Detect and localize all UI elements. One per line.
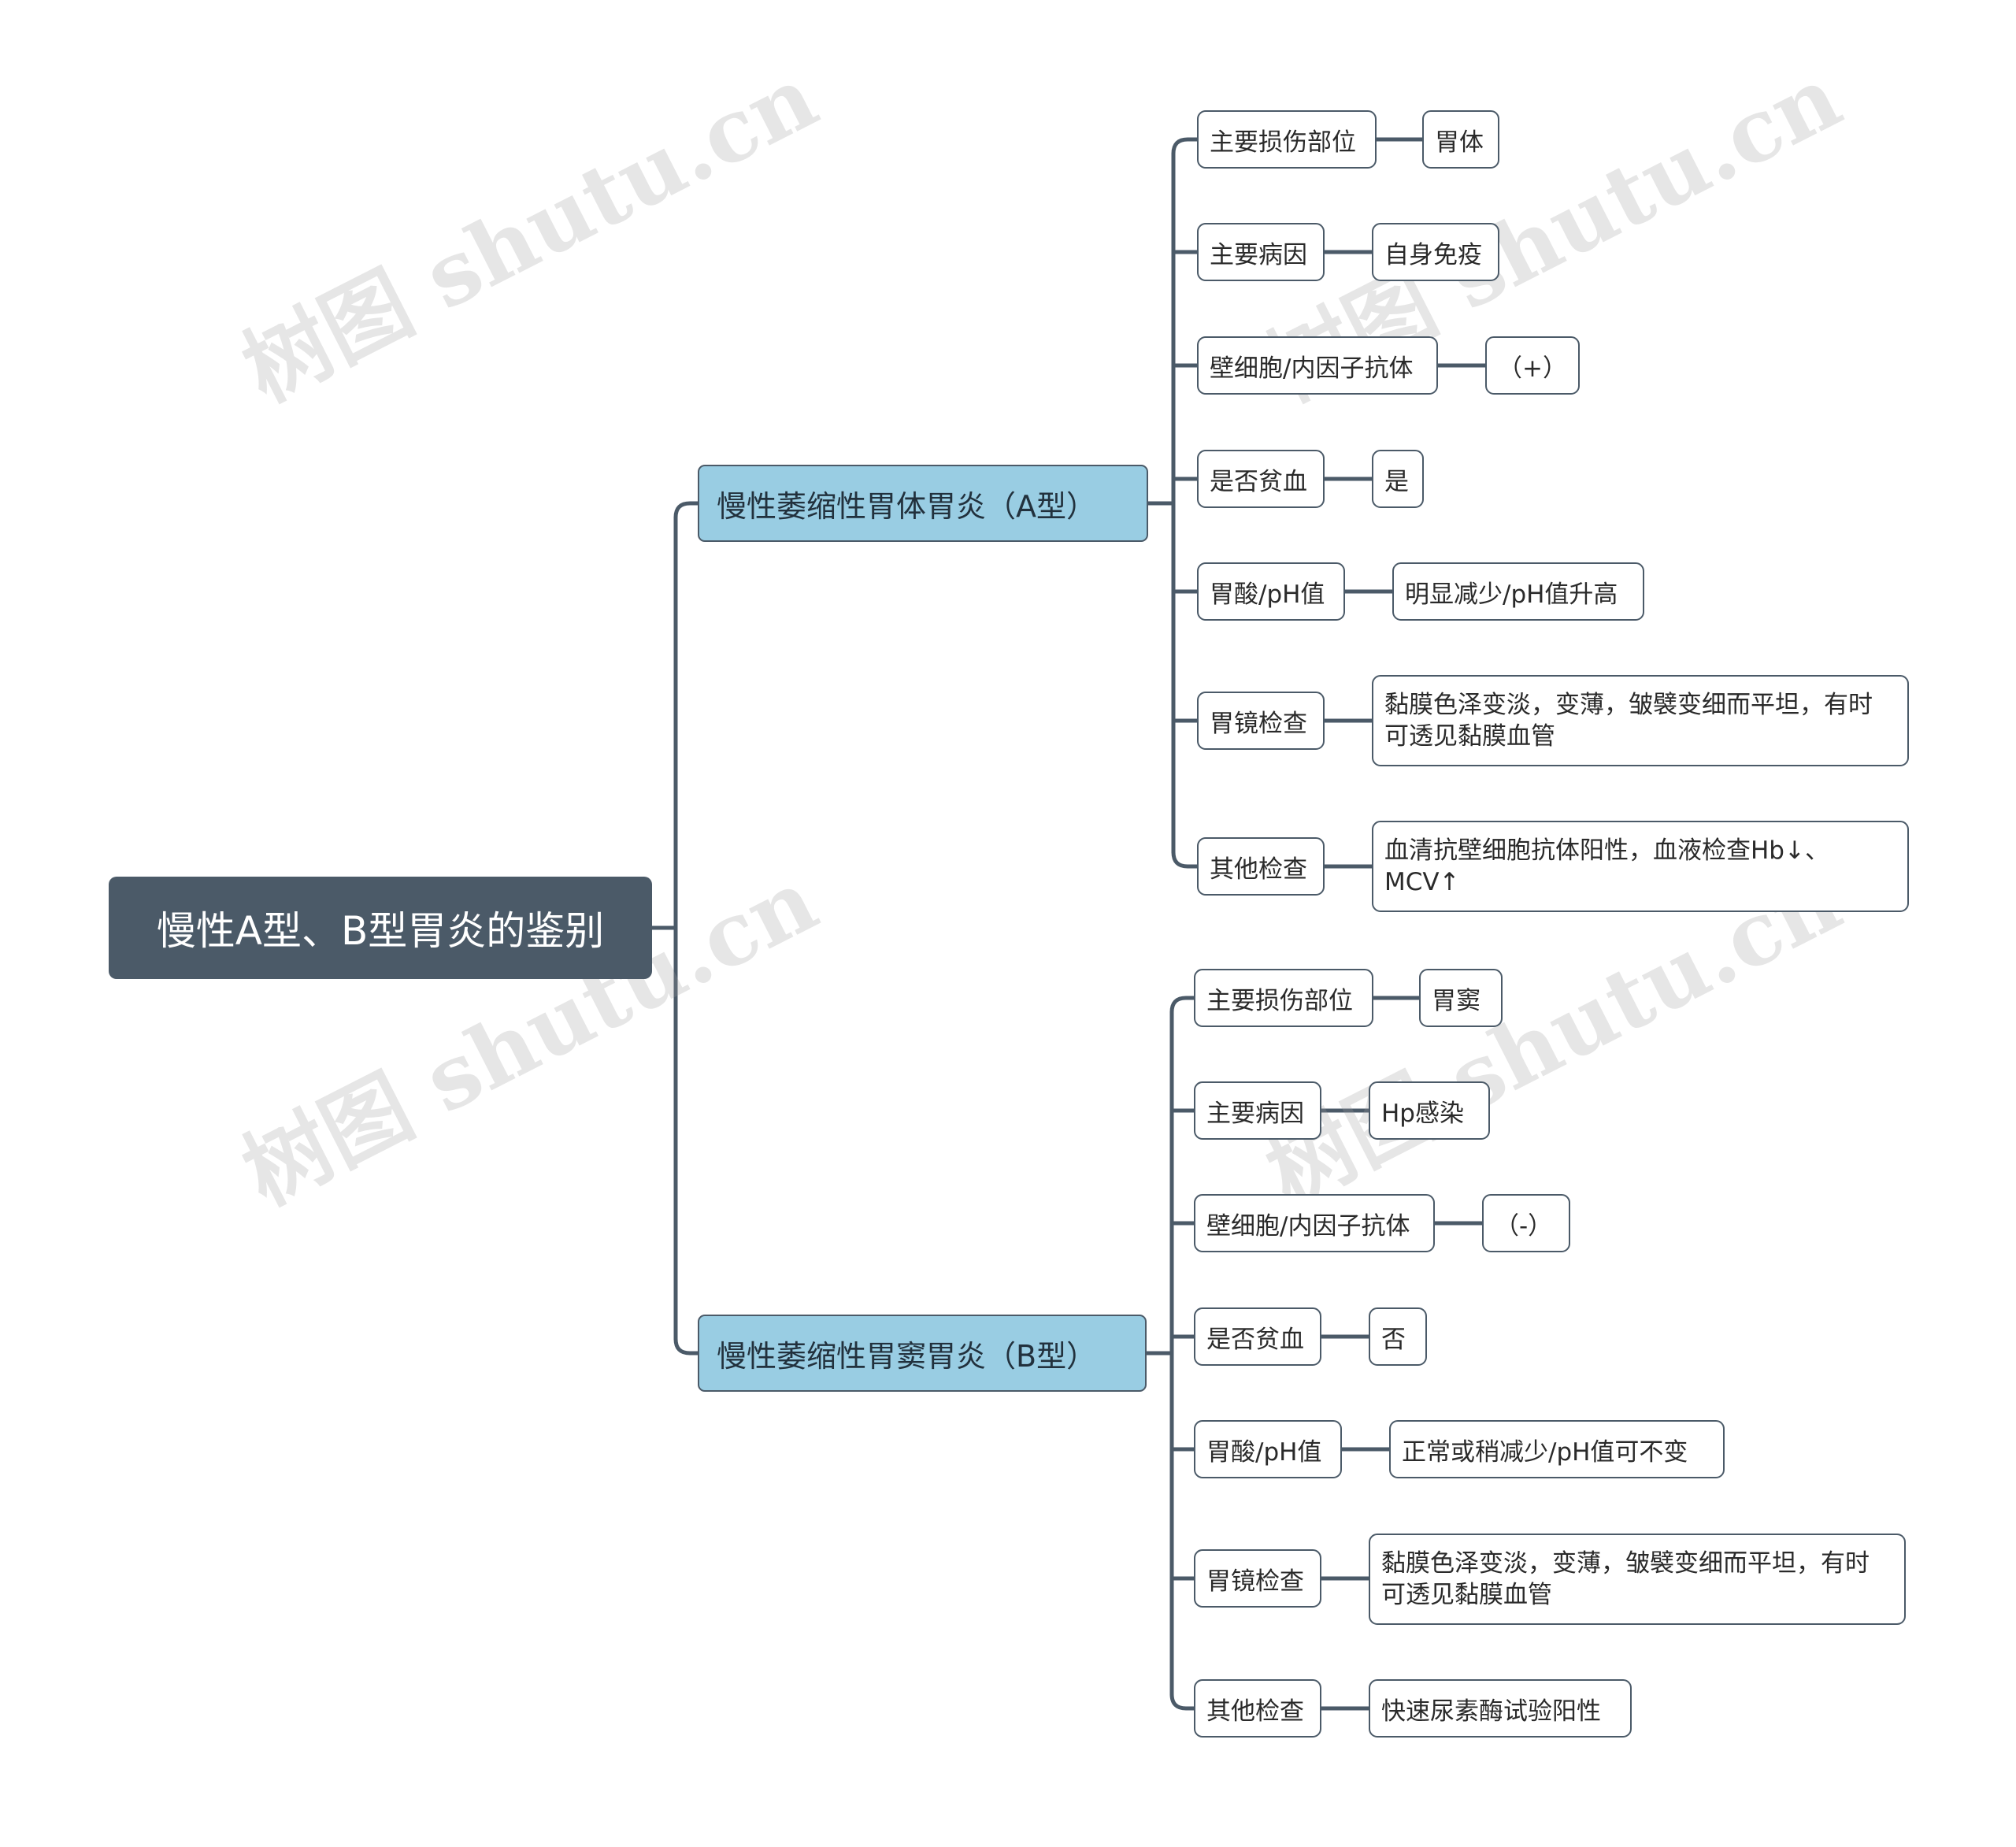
value-text: 胃窦: [1432, 986, 1480, 1015]
label-connector: [1171, 850, 1199, 869]
value-text: （-）: [1495, 1211, 1553, 1241]
b-value-other-tests[interactable]: 快速尿素酶试验阳性: [1369, 1679, 1632, 1738]
branch-type-a[interactable]: 慢性萎缩性胃体胃炎（A型）: [698, 465, 1148, 542]
a-label-damage-site[interactable]: 主要损伤部位: [1197, 110, 1377, 169]
label-connector: [1171, 137, 1199, 156]
branch-type-a-text: 慢性萎缩性胃体胃炎（A型）: [717, 488, 1096, 524]
value-text: （+）: [1498, 354, 1567, 383]
b-value-antibody[interactable]: （-）: [1482, 1194, 1570, 1252]
b-label-acid-ph[interactable]: 胃酸/pH值: [1194, 1420, 1342, 1478]
root-topic-text: 慢性A型、B型胃炎的鉴别: [156, 908, 605, 954]
b-label-cause[interactable]: 主要病因: [1194, 1081, 1321, 1140]
label-connector: [1169, 1692, 1196, 1711]
label-text: 胃酸/pH值: [1206, 1437, 1322, 1467]
label-text: 胃镜检查: [1206, 1567, 1304, 1596]
label-text: 其他检查: [1210, 855, 1307, 884]
a-label-cause[interactable]: 主要病因: [1197, 223, 1325, 281]
b-value-damage-site[interactable]: 胃窦: [1419, 969, 1503, 1027]
label-text: 主要损伤部位: [1210, 128, 1356, 157]
label-text: 其他检查: [1206, 1697, 1304, 1726]
a-value-other-tests[interactable]: 血清抗壁细胞抗体阳性，血液检查Hb↓、MCV↑: [1372, 821, 1909, 912]
branch-connector-0: [673, 501, 700, 520]
a-value-endoscopy[interactable]: 黏膜色泽变淡，变薄，皱襞变细而平坦，有时可透见黏膜血管: [1372, 675, 1909, 766]
b-label-damage-site[interactable]: 主要损伤部位: [1194, 969, 1373, 1027]
label-text: 胃镜检查: [1210, 709, 1307, 738]
a-value-antibody[interactable]: （+）: [1485, 336, 1580, 395]
root-topic[interactable]: 慢性A型、B型胃炎的鉴别: [109, 877, 652, 979]
b-label-endoscopy[interactable]: 胃镜检查: [1194, 1549, 1321, 1608]
a-value-acid-ph[interactable]: 明显减少/pH值升高: [1392, 562, 1644, 621]
b-value-endoscopy[interactable]: 黏膜色泽变淡，变薄，皱襞变细而平坦，有时可透见黏膜血管: [1369, 1534, 1906, 1625]
value-text: 正常或稍减少/pH值可不变: [1402, 1437, 1688, 1467]
a-label-antibody[interactable]: 壁细胞/内因子抗体: [1197, 336, 1438, 395]
b-value-cause[interactable]: Hp感染: [1369, 1081, 1490, 1140]
a-label-acid-ph[interactable]: 胃酸/pH值: [1197, 562, 1345, 621]
value-text: 快速尿素酶试验阳性: [1381, 1697, 1601, 1726]
label-text: 是否贫血: [1206, 1325, 1304, 1354]
label-text: 是否贫血: [1210, 467, 1307, 496]
value-text: 黏膜色泽变淡，变薄，皱襞变细而平坦，有时可透见黏膜血管: [1384, 691, 1873, 751]
value-text: 是: [1384, 467, 1409, 496]
label-connector: [1169, 996, 1196, 1014]
b-label-other-tests[interactable]: 其他检查: [1194, 1679, 1321, 1738]
branch-type-b[interactable]: 慢性萎缩性胃窦胃炎（B型）: [698, 1315, 1147, 1392]
value-text: 血清抗壁细胞抗体阳性，血液检查Hb↓、MCV↑: [1384, 836, 1829, 896]
a-value-cause[interactable]: 自身免疫: [1372, 223, 1499, 281]
value-text: 黏膜色泽变淡，变薄，皱襞变细而平坦，有时可透见黏膜血管: [1381, 1549, 1870, 1609]
label-text: 主要病因: [1210, 240, 1307, 269]
branch-type-b-text: 慢性萎缩性胃窦胃炎（B型）: [717, 1338, 1097, 1374]
value-text: 自身免疫: [1384, 240, 1482, 269]
a-label-endoscopy[interactable]: 胃镜检查: [1197, 692, 1325, 750]
label-text: 壁细胞/内因子抗体: [1210, 354, 1414, 383]
value-text: 胃体: [1435, 128, 1484, 157]
value-text: Hp感染: [1381, 1099, 1464, 1128]
a-value-damage-site[interactable]: 胃体: [1422, 110, 1499, 169]
b-value-acid-ph[interactable]: 正常或稍减少/pH值可不变: [1389, 1420, 1725, 1478]
a-label-other-tests[interactable]: 其他检查: [1197, 837, 1325, 896]
b-label-antibody[interactable]: 壁细胞/内因子抗体: [1194, 1194, 1435, 1252]
label-text: 胃酸/pH值: [1210, 580, 1325, 609]
label-text: 主要损伤部位: [1206, 986, 1353, 1015]
label-text: 壁细胞/内因子抗体: [1206, 1211, 1410, 1241]
branch-connector-1: [673, 1337, 700, 1356]
label-text: 主要病因: [1206, 1099, 1304, 1128]
a-value-anemia[interactable]: 是: [1372, 450, 1424, 508]
value-text: 明显减少/pH值升高: [1405, 580, 1618, 609]
b-value-anemia[interactable]: 否: [1369, 1307, 1427, 1366]
value-text: 否: [1381, 1325, 1406, 1354]
b-label-anemia[interactable]: 是否贫血: [1194, 1307, 1321, 1366]
a-label-anemia[interactable]: 是否贫血: [1197, 450, 1325, 508]
